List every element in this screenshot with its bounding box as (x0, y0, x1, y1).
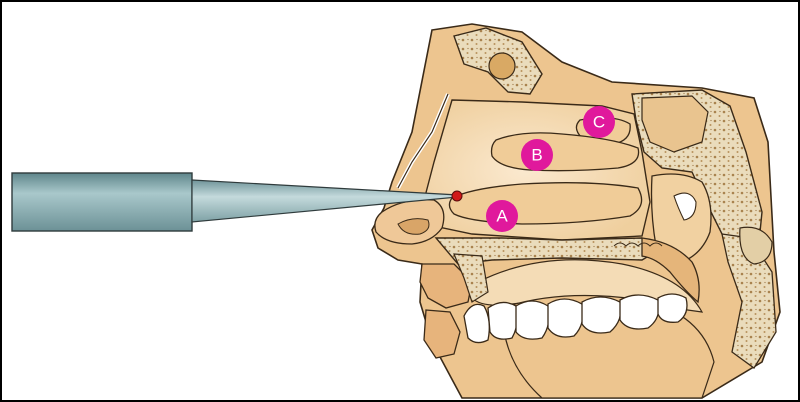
lower-lip (423, 309, 461, 359)
probe-tip-dot (451, 190, 463, 202)
eustachian-opening (673, 192, 697, 221)
marker-c-circle (583, 106, 615, 138)
upper-alveolar-bone (453, 253, 489, 303)
frontal-sinus (488, 52, 516, 80)
nostril (397, 218, 430, 235)
marker-c: C (583, 106, 615, 138)
marker-c-label: C (593, 113, 605, 132)
marker-b-label: B (531, 146, 542, 165)
marker-b: B (521, 139, 553, 171)
nasopharynx (650, 173, 712, 263)
sphenoid-sinus (641, 95, 709, 153)
upper-teeth (463, 293, 688, 344)
marker-b-circle (521, 139, 553, 171)
upper-lip (419, 263, 473, 309)
marker-a-circle (486, 200, 518, 232)
marker-a: A (486, 200, 518, 232)
soft-palate (641, 237, 700, 304)
probe-handle (11, 172, 193, 232)
cervical-vertebra (739, 226, 773, 265)
probe-instrument (11, 172, 459, 232)
marker-a-label: A (496, 207, 508, 226)
